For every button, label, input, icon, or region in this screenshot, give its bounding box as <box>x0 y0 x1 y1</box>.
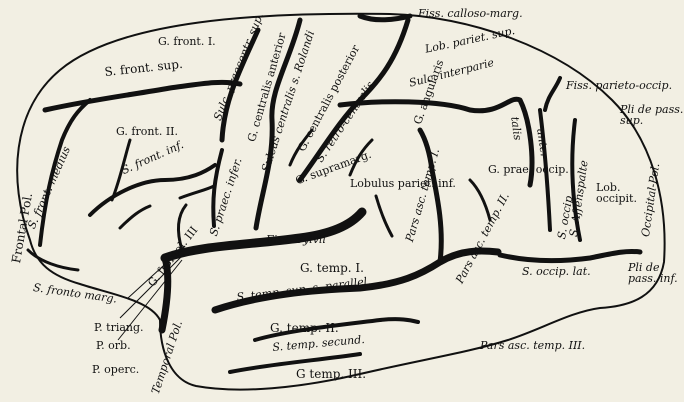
label-g-temp-2: G. temp. II. <box>270 322 339 334</box>
label-g-prae-occip: G. prae. occip. <box>488 164 569 175</box>
label-p-triang: P. triang. <box>94 322 144 333</box>
sulcus-occipitalis-lateralis <box>500 251 640 260</box>
sulcus-frontalis-inferior <box>90 165 215 215</box>
fissura-calloso-marginalis <box>360 16 410 20</box>
label-fiss-parieto-occip: Fiss. parieto-occip. <box>566 80 672 91</box>
label-lobulus-pariet-inf: Lobulus pariet. inf. <box>350 178 456 189</box>
label-g-temp-3: G temp. III. <box>296 368 366 380</box>
sulcus-frontalis-superior <box>45 82 240 110</box>
label-pli-de-pass-sup: Pli de pass. sup. <box>620 104 684 126</box>
fissura-parieto-occipitalis <box>545 78 560 110</box>
label-s-occip-lat: S. occip. lat. <box>522 266 591 277</box>
label-g-temp-1: G. temp. I. <box>300 262 364 274</box>
label-fiss-calloso-marg: Fiss. calloso-marg. <box>418 8 523 19</box>
label-pars-asc-temp-3: Pars asc. temp. III. <box>480 340 585 351</box>
label-g-front-1: G. front. I. <box>158 36 216 47</box>
label-pli-de-pass-inf: Pli de pass. inf. <box>628 262 684 284</box>
label-g-front-2: G. front. II. <box>116 126 178 137</box>
label-p-orb: P. orb. <box>96 340 131 351</box>
label-p-operc: P. operc. <box>92 364 139 375</box>
label-talis: talis <box>509 116 523 141</box>
label-fiss-sylvii: Fiss. Sylvii <box>266 234 326 245</box>
